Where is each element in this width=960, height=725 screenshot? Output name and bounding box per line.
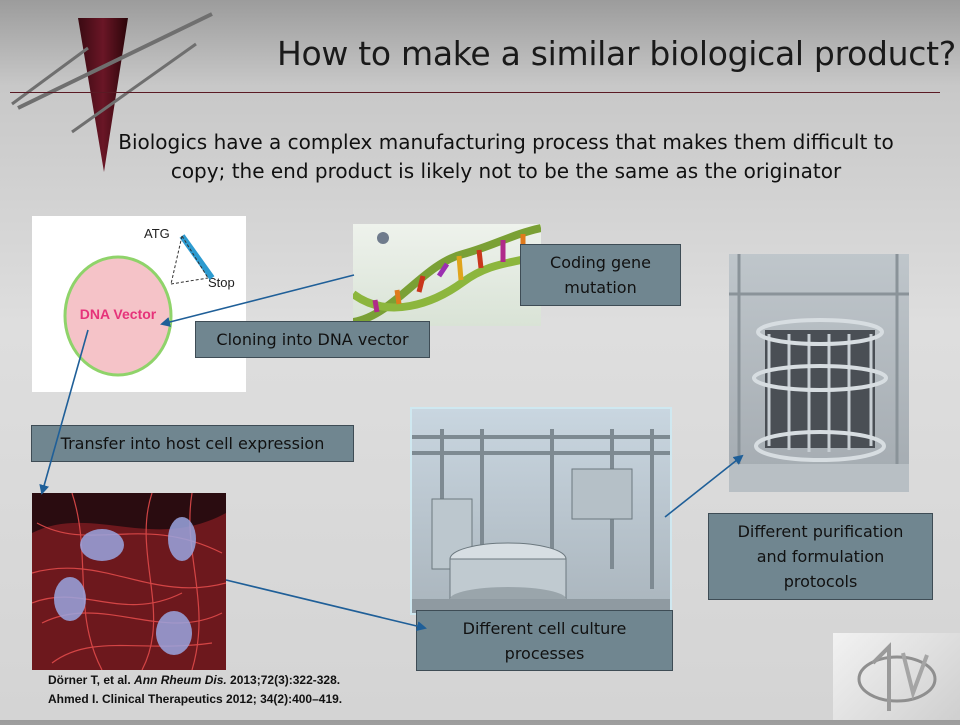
purification-label: Different purification and formulation p… [708, 513, 933, 600]
title-divider [10, 92, 940, 93]
dna-helix-image [353, 224, 541, 326]
pm-monogram-logo [833, 633, 960, 720]
references: Dörner T, et al. Ann Rheum Dis. 2013;72(… [48, 671, 342, 709]
reference-1: Dörner T, et al. Ann Rheum Dis. 2013;72(… [48, 673, 341, 687]
cell-culture-label: Different cell culture processes [416, 610, 673, 671]
purification-vessel-photo [729, 254, 909, 492]
arrow-cells-to-culture [225, 579, 427, 631]
cell-culture-plant-photo [410, 407, 672, 615]
vector-text: DNA Vector [80, 306, 157, 322]
transfer-label: Transfer into host cell expression [31, 425, 354, 462]
atg-text: ATG [144, 226, 170, 241]
dna-vector-diagram: DNA Vector ATG Stop [32, 216, 246, 392]
slide-subtitle: Biologics have a complex manufacturing p… [118, 130, 894, 183]
coding-gene-label: Coding gene mutation [520, 244, 681, 306]
slide-title: How to make a similar biological product… [277, 34, 956, 73]
reference-2: Ahmed I. Clinical Therapeutics 2012; 34(… [48, 692, 343, 706]
host-cell-micrograph [32, 493, 226, 670]
cloning-label: Cloning into DNA vector [195, 321, 430, 358]
